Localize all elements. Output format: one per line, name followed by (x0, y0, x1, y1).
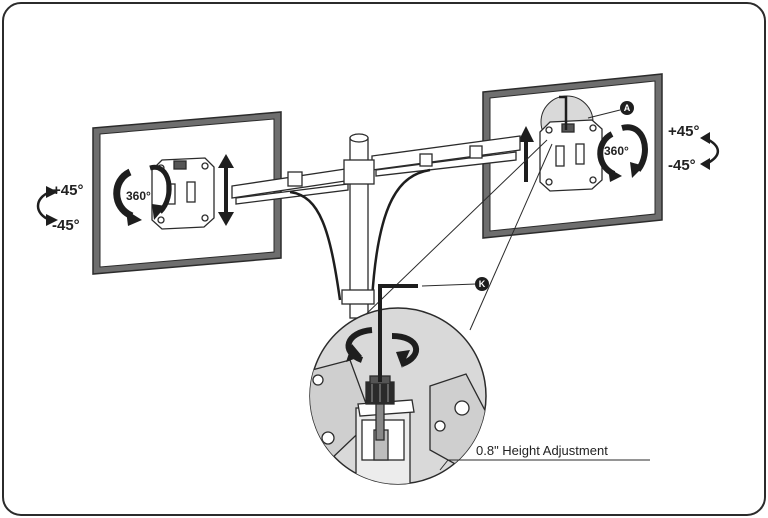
right-tilt-down-label: -45° (668, 157, 696, 174)
left-tilt-arrow-icon (36, 186, 58, 226)
callout-a-marker: A (587, 101, 634, 119)
callout-a-label: A (624, 103, 631, 113)
callout-k-label: K (479, 279, 486, 289)
knob-rotate-icon (345, 327, 420, 368)
right-hinge-key-icon (559, 95, 568, 130)
left-monitor: 360° (92, 111, 282, 275)
right-tilt-up-label: +45° (668, 123, 699, 140)
left-height-arrow-icon (218, 154, 234, 226)
left-360-rotate-icon (113, 164, 172, 226)
mount-arms (231, 135, 521, 301)
allen-key-icon (378, 284, 418, 382)
left-360-label: 360° (126, 189, 151, 203)
right-360-label: 360° (604, 144, 629, 158)
left-tilt-up-label: +45° (52, 182, 83, 199)
mount-pole (341, 133, 375, 319)
height-adjustment-label: 0.8" Height Adjustment (476, 443, 608, 458)
height-adjustment-detail (309, 284, 487, 485)
left-tilt-down-label: -45° (52, 217, 80, 234)
right-monitor: 360° (482, 73, 663, 239)
right-tilt-arrow-icon (700, 132, 720, 170)
right-vesa-plate (539, 119, 603, 192)
right-360-rotate-icon (597, 124, 648, 182)
callout-k-marker: K (421, 277, 489, 291)
right-height-arrow-icon (518, 126, 534, 182)
